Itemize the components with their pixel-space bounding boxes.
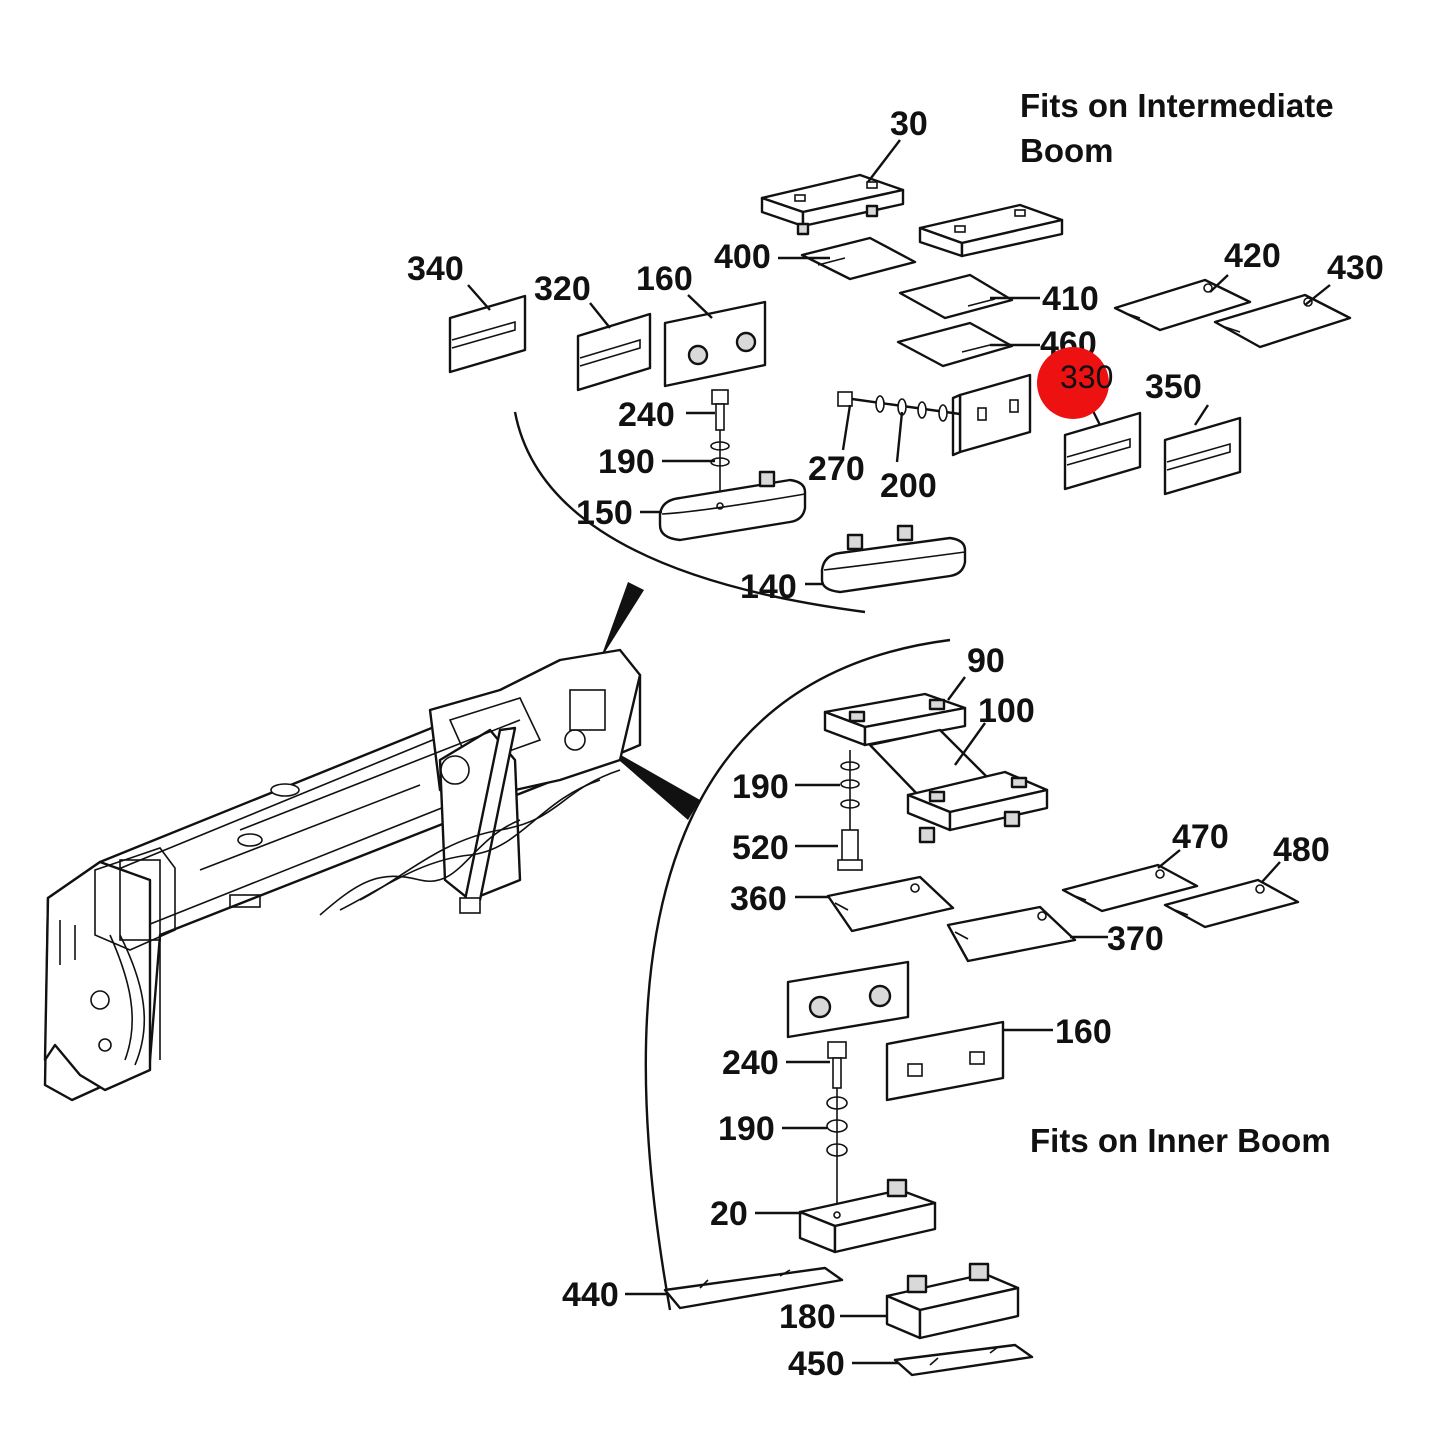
part-320-shim	[576, 312, 652, 392]
part-200-washers	[875, 395, 948, 422]
part-350-second-shim	[1163, 416, 1242, 496]
part-140-pad	[820, 524, 967, 594]
lower-pointer	[598, 742, 700, 820]
caption-intermediate-boom-line1: Fits on Intermediate	[1020, 87, 1334, 124]
callout-20: 20	[710, 1195, 748, 1233]
callout-430: 430	[1327, 249, 1384, 287]
part-30-second-wear-pad	[918, 203, 1064, 258]
callout-420: 420	[1224, 237, 1281, 275]
callout-140: 140	[740, 568, 797, 606]
caption-intermediate-boom-line2: Boom	[1020, 132, 1114, 169]
boom-assembly-illustration	[43, 648, 642, 1102]
callout-100: 100	[978, 692, 1035, 730]
part-450-shim	[893, 1343, 1034, 1377]
callout-270: 270	[808, 450, 865, 488]
part-240-lower-bolt	[827, 1041, 847, 1089]
callout-410: 410	[1042, 280, 1099, 318]
part-240-upper-bolt	[711, 389, 729, 431]
callout-160: 160	[1055, 1013, 1112, 1051]
part-30-wear-pad	[760, 173, 905, 236]
callout-240: 240	[618, 396, 675, 434]
part-370-shim	[946, 905, 1077, 963]
part-440-shim	[663, 1266, 844, 1310]
callout-180: 180	[779, 1298, 836, 1336]
lower-leader-lines	[625, 676, 1281, 1365]
callout-440: 440	[562, 1276, 619, 1314]
upper-leader-lines	[467, 139, 1331, 586]
callout-150: 150	[576, 494, 633, 532]
part-190-lower-washers	[840, 750, 860, 830]
callout-400: 400	[714, 238, 771, 276]
part-410-shim	[898, 273, 1014, 320]
part-420-shim	[1113, 278, 1252, 332]
callout-450: 450	[788, 1345, 845, 1383]
part-480-shim	[1163, 878, 1300, 929]
part-160-lower-round-pad	[786, 960, 910, 1039]
callout-360: 360	[730, 880, 787, 918]
part-160-lower-pad	[885, 1020, 1005, 1102]
callout-370: 370	[1107, 920, 1164, 958]
callout-520: 520	[732, 829, 789, 867]
part-160-upper-pad	[663, 300, 767, 388]
callout-190: 190	[598, 443, 655, 481]
part-350-shim	[1063, 411, 1142, 491]
callout-480: 480	[1273, 831, 1330, 869]
callout-160: 160	[636, 260, 693, 298]
caption-inner-boom: Fits on Inner Boom	[1030, 1122, 1331, 1159]
upper-parts-group: 30 400 410 420 430 340 320 160 460 350 2…	[407, 87, 1384, 606]
callout-340: 340	[407, 250, 464, 288]
callout-200: 200	[880, 467, 937, 505]
part-430-shim	[1213, 293, 1352, 349]
callout-30: 30	[890, 105, 928, 143]
lower-detail-arc	[644, 638, 951, 1311]
part-vertical-plate	[951, 373, 1032, 457]
callout-190: 190	[732, 768, 789, 806]
highlight-marker	[1037, 347, 1109, 419]
callout-190-stack: 190	[718, 1110, 775, 1148]
callout-240: 240	[722, 1044, 779, 1082]
part-90-lower-block	[906, 770, 1049, 844]
callout-320: 320	[534, 270, 591, 308]
part-520-bolt	[837, 829, 863, 871]
callout-350: 350	[1145, 368, 1202, 406]
upper-pointer	[600, 582, 644, 660]
part-360-shim	[826, 875, 955, 933]
part-180-block	[885, 1262, 1020, 1340]
callout-470: 470	[1172, 818, 1229, 856]
callout-90: 90	[967, 642, 1005, 680]
part-400-shim	[800, 236, 917, 281]
callout-330: 330	[1060, 359, 1113, 395]
upper-detail-arc	[513, 411, 866, 614]
part-340-shim	[448, 294, 527, 374]
part-90-block	[823, 692, 967, 747]
part-190-lower-stack	[826, 1088, 848, 1215]
part-150-pad	[658, 470, 807, 542]
lower-parts-group: 90 100 190 520 360 470 480 370 160 240 1…	[562, 642, 1331, 1383]
part-20-block	[798, 1178, 937, 1254]
